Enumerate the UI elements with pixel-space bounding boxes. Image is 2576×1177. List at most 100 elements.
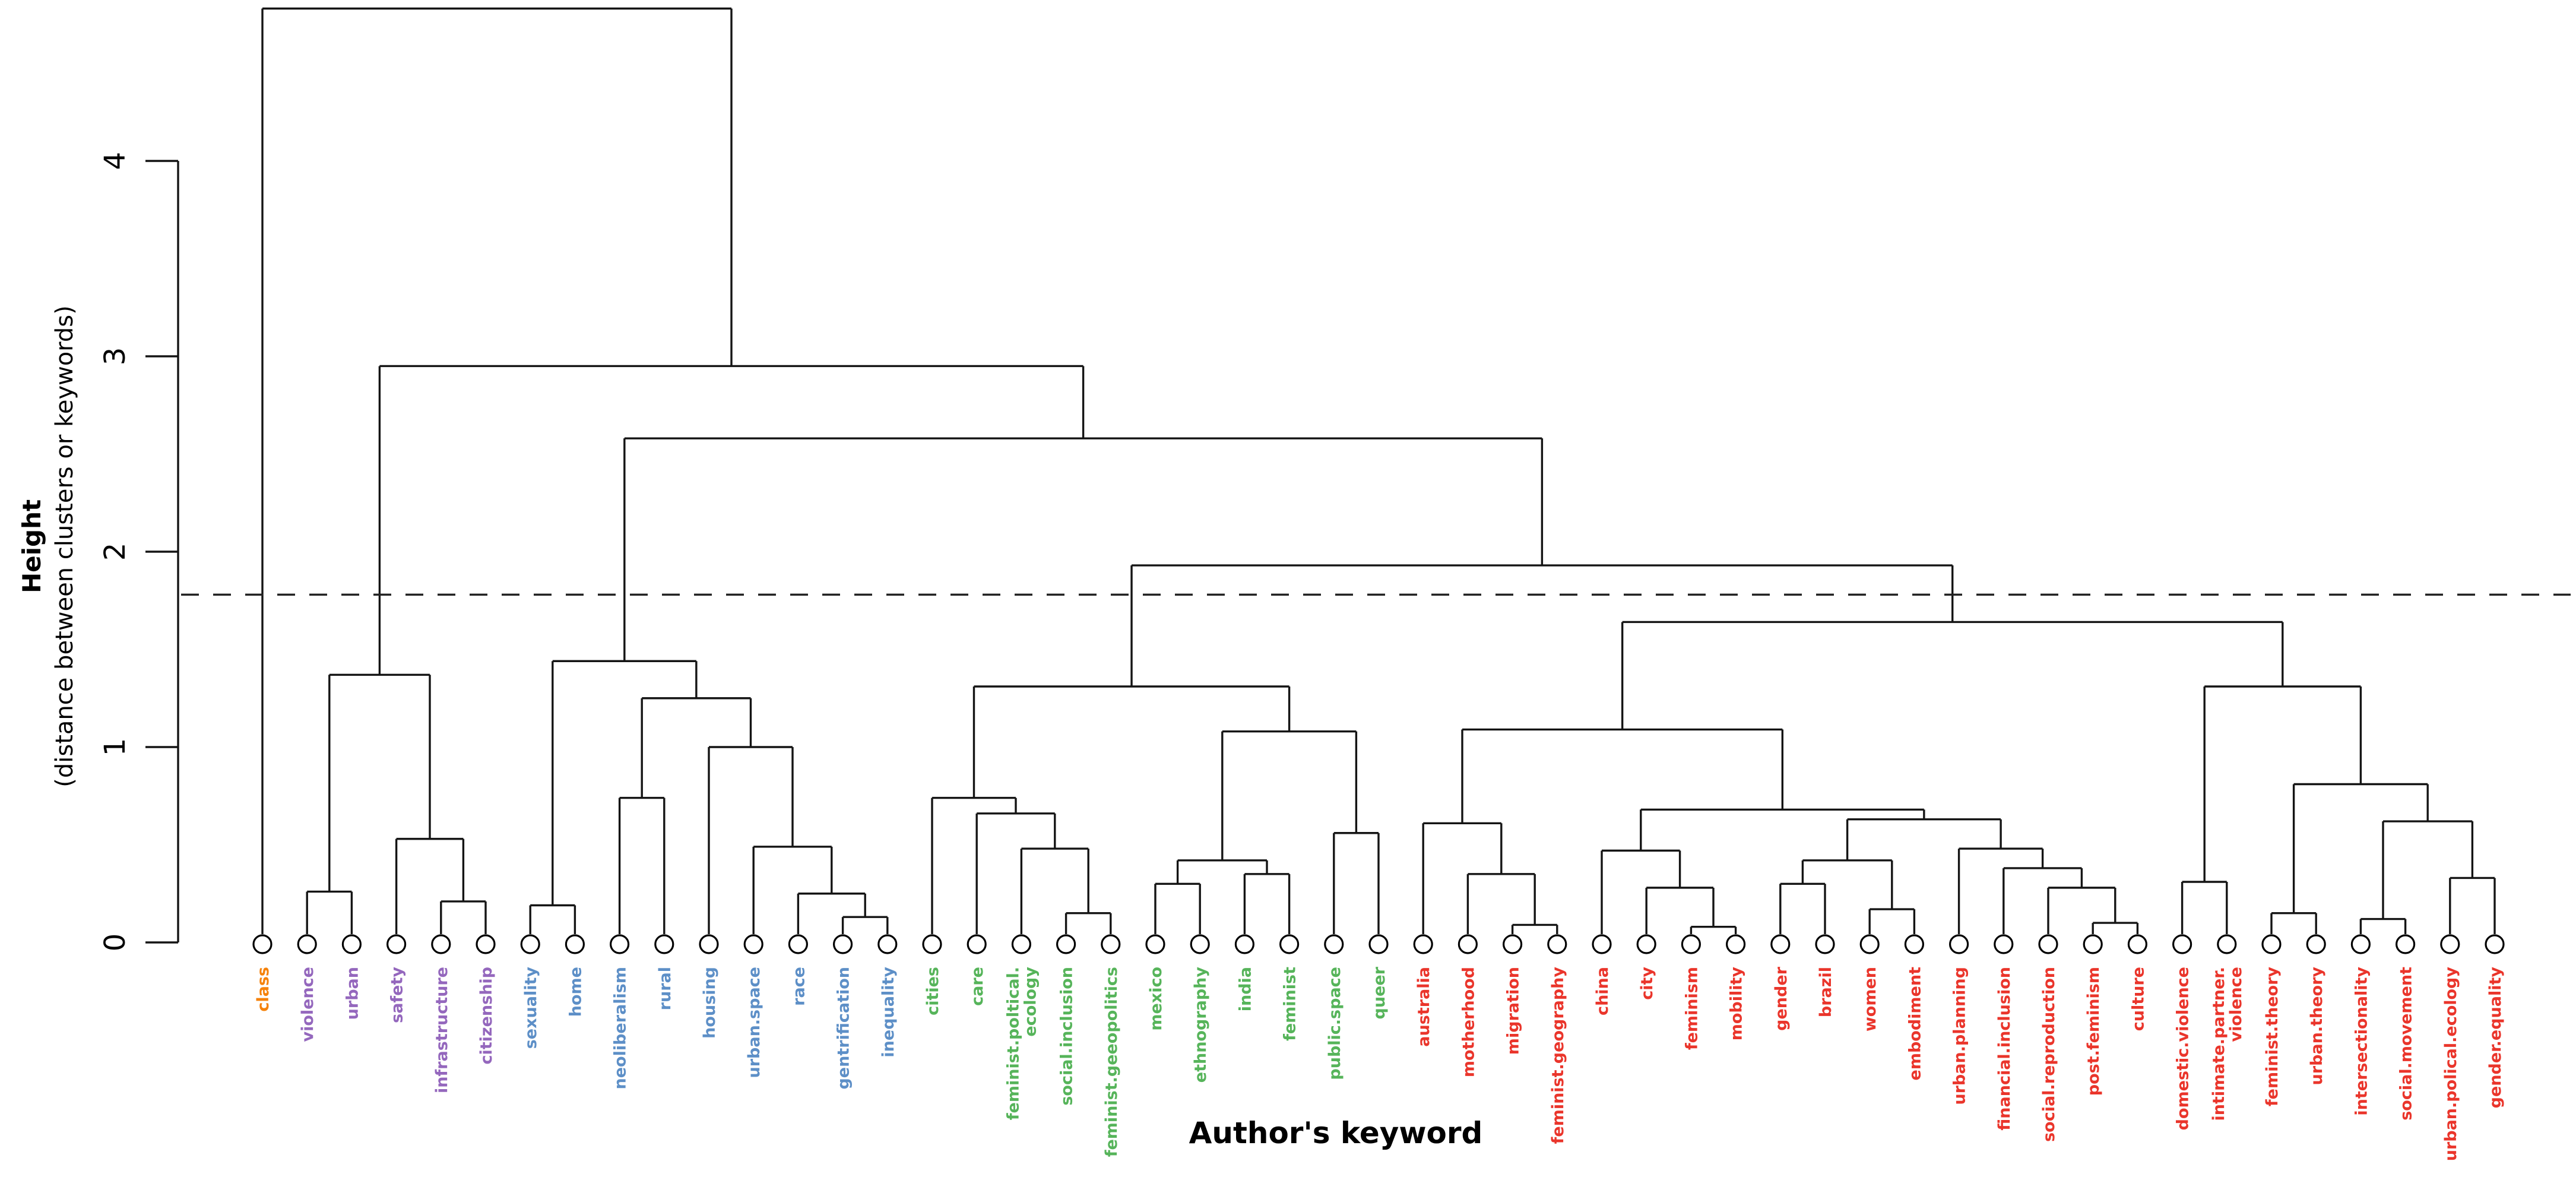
leaf-node-circle [2306, 934, 2326, 954]
leaf-node-circle [2217, 934, 2237, 954]
leaf-node-circle [2440, 934, 2460, 954]
leaf-node-circle [877, 934, 898, 954]
leaf-node-circle [2172, 934, 2192, 954]
leaf-label: women [1861, 967, 1880, 1032]
leaf-node-circle [1279, 934, 1300, 954]
leaf-label: housing [701, 967, 719, 1039]
leaf-node-circle [1190, 934, 1210, 954]
leaf-node-circle [2396, 934, 2416, 954]
leaf-node-circle [1994, 934, 2014, 954]
leaf-node-circle [654, 934, 674, 954]
leaf-node-circle [699, 934, 719, 954]
leaf-node-circle [967, 934, 987, 954]
leaf-label: neoliberalism [611, 967, 630, 1089]
leaf-node-circle [609, 934, 630, 954]
leaf-label: cities [924, 967, 942, 1015]
leaf-label: inequality [879, 967, 898, 1058]
leaf-label: sexuality [522, 967, 540, 1049]
leaf-label: brazil [1817, 967, 1835, 1017]
leaf-label: gender.equality [2486, 967, 2505, 1109]
leaf-node-circle [2083, 934, 2103, 954]
leaf-node-circle [1636, 934, 1656, 954]
y-axis-tick-label: 3 [99, 347, 132, 366]
leaf-node-circle [922, 934, 942, 954]
leaf-label: culture [2129, 967, 2147, 1031]
x-axis-title: Author's keyword [1189, 1116, 1483, 1150]
leaf-node-circle [1815, 934, 1835, 954]
leaf-node-circle [1859, 934, 1880, 954]
leaf-label: race [790, 967, 808, 1006]
leaf-label: ethnography [1192, 967, 1210, 1083]
leaf-node-circle [1234, 934, 1254, 954]
leaf-label: home [566, 967, 585, 1017]
leaf-label: feminist.geeopolitics [1102, 967, 1121, 1157]
leaf-node-circle [832, 934, 853, 954]
leaf-label: mexico [1147, 967, 1165, 1031]
leaf-label: financial.inclusion [1995, 967, 2014, 1131]
leaf-label: urban.planning [1951, 967, 1969, 1105]
y-axis-subtitle: (distance between clusters or keywords) [51, 305, 78, 787]
leaf-node-circle [1368, 934, 1389, 954]
leaf-node-circle [1681, 934, 1701, 954]
leaf-node-circle [1457, 934, 1478, 954]
leaf-label: infrastructure [433, 967, 451, 1093]
y-axis-tick-label: 2 [99, 543, 132, 561]
leaf-node-circle [1592, 934, 1612, 954]
leaf-label: city [1638, 967, 1656, 1000]
leaf-label: feminist [1281, 967, 1300, 1041]
leaf-node-circle [252, 934, 273, 954]
leaf-label: mobility [1728, 967, 1746, 1041]
leaf-label: safety [388, 967, 407, 1023]
leaf-label: citizenship [477, 967, 496, 1065]
leaf-label: class [254, 967, 273, 1012]
leaf-node-circle [743, 934, 763, 954]
leaf-node-circle [2261, 934, 2282, 954]
leaf-label: urban.polical.ecology [2442, 967, 2460, 1162]
leaf-node-circle [1101, 934, 1121, 954]
leaf-node-circle [297, 934, 317, 954]
leaf-label: intimate.partner.violence [2210, 967, 2245, 1121]
leaf-label: urban [343, 967, 362, 1020]
leaf-label: feminist.geography [1549, 967, 1567, 1144]
leaf-node-circle [1503, 934, 1523, 954]
leaf-node-circle [1547, 934, 1567, 954]
leaf-node-circle [341, 934, 362, 954]
leaf-label: post.feminism [2084, 967, 2103, 1096]
leaf-node-circle [1770, 934, 1791, 954]
leaf-label: feminist.theory [2263, 967, 2282, 1106]
leaf-node-circle [2485, 934, 2505, 954]
leaf-label: india [1236, 967, 1254, 1011]
leaf-label: embodiment [1906, 967, 1924, 1081]
y-axis-tick-label: 4 [99, 152, 132, 170]
y-axis-tick-label: 0 [99, 934, 132, 952]
leaf-label: social.inclusion [1058, 967, 1076, 1106]
leaf-label: public.space [1326, 967, 1344, 1080]
leaf-label: intersectionality [2352, 967, 2371, 1116]
leaf-node-circle [2127, 934, 2147, 954]
leaf-node-circle [1949, 934, 1969, 954]
leaf-node-circle [788, 934, 809, 954]
leaf-node-circle [1145, 934, 1165, 954]
leaf-label: china [1593, 967, 1612, 1015]
leaf-label: social.movement [2397, 967, 2416, 1121]
leaf-label: motherhood [1459, 967, 1478, 1077]
leaf-label: australia [1415, 967, 1433, 1047]
leaf-node-circle [2038, 934, 2058, 954]
leaf-label: domestic.violence [2174, 967, 2192, 1130]
leaf-node-circle [431, 934, 451, 954]
leaf-node-circle [1056, 934, 1076, 954]
leaf-label: violence [299, 967, 317, 1042]
leaf-node-circle [1726, 934, 1746, 954]
y-axis-tick-label: 1 [99, 738, 132, 757]
leaf-label: queer [1370, 966, 1389, 1019]
leaf-node-circle [2350, 934, 2371, 954]
leaf-node-circle [520, 934, 540, 954]
leaf-node-circle [386, 934, 407, 954]
leaf-label: care [968, 967, 987, 1006]
leaf-label: gentrification [835, 967, 853, 1090]
leaf-label: feminist.poltical.ecology [1004, 967, 1040, 1121]
leaf-label: social.reproduction [2040, 967, 2058, 1142]
leaf-node-circle [1904, 934, 1924, 954]
